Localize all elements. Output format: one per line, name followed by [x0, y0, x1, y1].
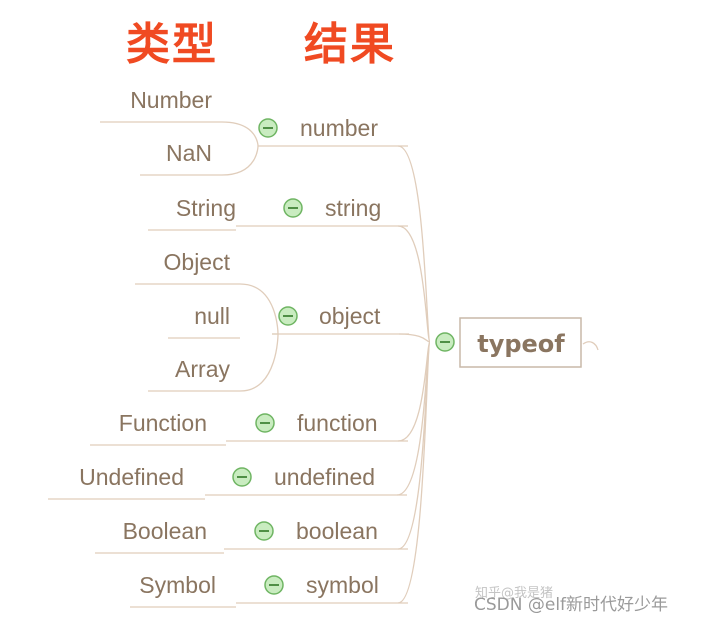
- result-label: boolean: [296, 518, 378, 544]
- result-column-header: 结果: [304, 20, 396, 69]
- type-label: Undefined: [79, 464, 184, 490]
- watermark-faint: 知乎@我是猪: [475, 585, 553, 601]
- result-label: string: [325, 195, 381, 221]
- type-label: Boolean: [123, 518, 207, 544]
- collapse-toggle[interactable]: [255, 413, 275, 433]
- watermark-csdn: CSDN @elf新时代好少年: [474, 595, 668, 615]
- collapse-toggle[interactable]: [258, 118, 278, 138]
- type-label: Array: [175, 356, 230, 382]
- collapse-toggle[interactable]: [283, 198, 303, 218]
- type-label: String: [176, 195, 236, 221]
- type-label: Function: [119, 410, 207, 436]
- type-label: Number: [130, 87, 212, 113]
- type-column-header: 类型: [126, 20, 218, 69]
- type-label: NaN: [166, 140, 212, 166]
- result-label: symbol: [306, 572, 379, 598]
- root-collapse-toggle[interactable]: [435, 332, 455, 352]
- result-label: object: [319, 303, 381, 329]
- root-tail: [582, 341, 599, 351]
- root-label: typeof: [477, 330, 565, 358]
- collapse-toggle[interactable]: [264, 575, 284, 595]
- result-label: number: [300, 115, 378, 141]
- collapse-toggle[interactable]: [232, 467, 252, 487]
- collapse-toggle[interactable]: [278, 306, 298, 326]
- root-node[interactable]: [459, 317, 582, 368]
- result-label: function: [297, 410, 378, 436]
- result-label: undefined: [274, 464, 375, 490]
- collapse-toggle[interactable]: [254, 521, 274, 541]
- type-label: Symbol: [139, 572, 216, 598]
- type-label: null: [194, 303, 230, 329]
- type-label: Object: [164, 249, 231, 275]
